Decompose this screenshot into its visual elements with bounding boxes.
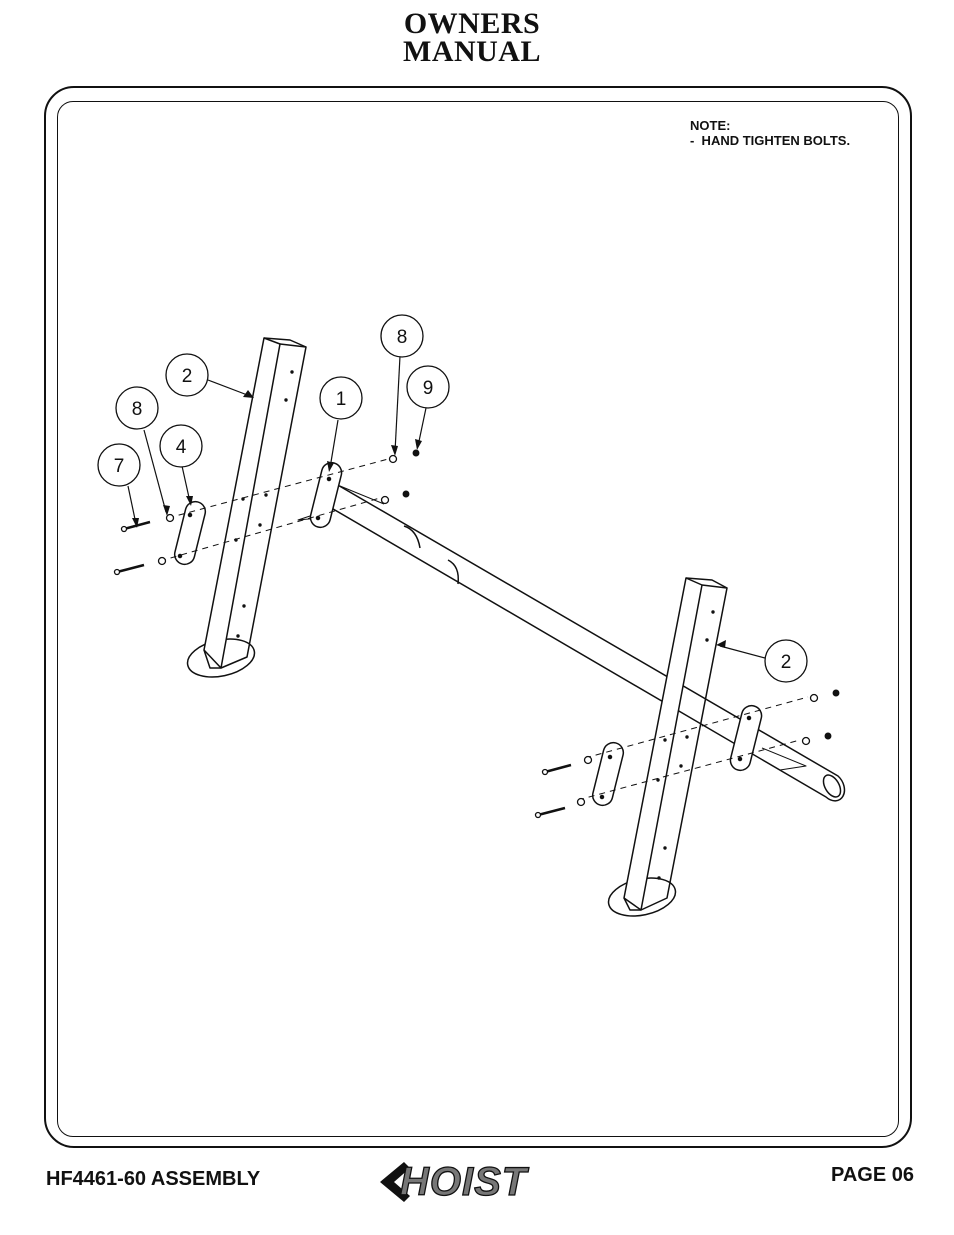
callout-circle-8-right (380, 314, 424, 358)
callout-1: 1 (336, 389, 347, 410)
callout-circle-2-left (165, 353, 209, 397)
callout-circle-2-right (764, 639, 808, 683)
plate-part-1 (309, 461, 343, 529)
page-title: OWNERS MANUAL (0, 7, 944, 68)
note-text: - HAND TIGHTEN BOLTS. (690, 133, 851, 148)
title-line-2: MANUAL (403, 35, 541, 68)
callout-circle-7 (97, 443, 141, 487)
logo-text: HOIST (400, 1160, 530, 1204)
page-frame-outer (44, 86, 912, 1148)
crossbar-tube (327, 483, 846, 802)
callout-2-right: 2 (781, 652, 792, 673)
left-hardware (113, 449, 420, 576)
callout-7: 7 (114, 456, 125, 477)
callout-circle-1 (319, 376, 363, 420)
callout-circle-4 (159, 424, 203, 468)
hoist-logo: HOIST (380, 1159, 530, 1205)
bolt-axis-lines (159, 457, 809, 801)
plate-part-4 (173, 500, 207, 566)
callout-circle-9 (406, 365, 450, 409)
plate-right-outer (591, 741, 625, 807)
callout-4: 4 (176, 437, 187, 458)
callout-labels: 2 8 4 7 1 8 9 2 (114, 327, 792, 673)
plate-right-inner (729, 704, 763, 772)
footer-model: HF4461-60 ASSEMBLY (46, 1168, 261, 1190)
callout-8-right: 8 (397, 327, 408, 348)
callout-8-left: 8 (132, 399, 143, 420)
callout-circle-8-left (115, 386, 159, 430)
upright-holes (234, 370, 715, 880)
leader-arrowheads (132, 390, 726, 648)
assembly-note: NOTE:- HAND TIGHTEN BOLTS. (690, 118, 850, 148)
footer-page-number: PAGE 06 (831, 1164, 914, 1186)
title-line-1: OWNERS (403, 7, 541, 40)
logo-chevron-icon (380, 1162, 410, 1202)
leader-lines (127, 355, 766, 659)
right-hardware (534, 689, 840, 819)
note-heading: NOTE: (690, 118, 731, 133)
callout-bubbles (97, 314, 808, 683)
page-frame-inner (57, 101, 899, 1137)
left-upright (203, 337, 307, 669)
callout-2-left: 2 (182, 366, 193, 387)
callout-9: 9 (423, 378, 434, 399)
right-upright (623, 577, 728, 911)
